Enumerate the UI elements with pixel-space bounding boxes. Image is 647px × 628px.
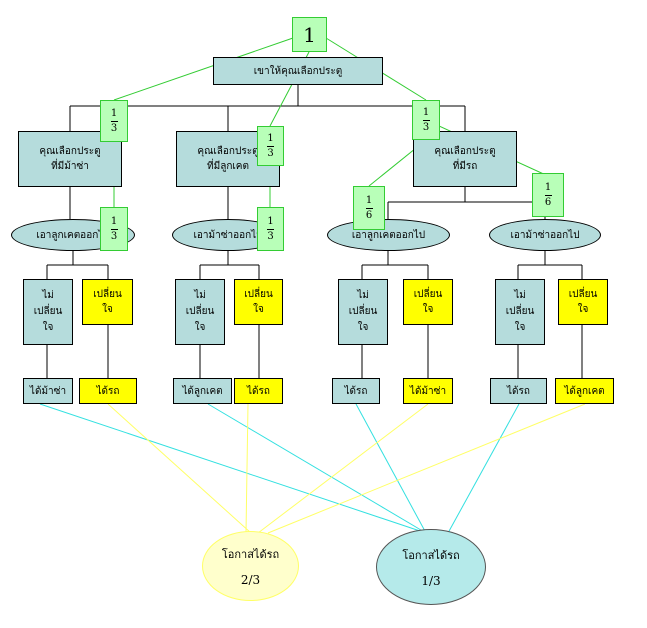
choice-line1: คุณเลือกประตู: [197, 146, 259, 157]
switch-line2: ใจ: [422, 304, 434, 315]
stay-line2: เปลี่ยน: [185, 306, 215, 317]
fraction-denominator: 3: [110, 230, 118, 242]
root-label: เขาให้คุณเลือกประตู: [253, 65, 343, 77]
stay-outcome-3: ได้รถ: [332, 378, 380, 404]
switch-line1: เปลี่ยน: [413, 289, 443, 300]
outcome-label: ได้รถ: [507, 385, 530, 397]
stay-line2: เปลี่ยน: [33, 306, 63, 317]
switch-outcome-2: ได้รถ: [234, 378, 283, 404]
switch-line1: เปลี่ยน: [93, 289, 122, 300]
stay-outcome-2: ได้ลูกเคต: [173, 378, 232, 404]
result-label: โอกาสได้รถ: [402, 549, 460, 562]
switch-line2: ใจ: [577, 304, 589, 315]
reveal-label: เอาลูกเคตออกไป: [36, 229, 110, 241]
stay-decision-3: ไม่ เปลี่ยน ใจ: [338, 279, 388, 345]
root-node: เขาให้คุณเลือกประตู: [213, 57, 383, 85]
choice-line1: คุณเลือกประตู: [39, 146, 101, 157]
switch-line1: เปลี่ยน: [568, 289, 598, 300]
fraction-denominator: 3: [267, 230, 274, 242]
choice-node-3: คุณเลือกประตู ที่มีรถ: [413, 131, 517, 187]
fraction-numerator: 1: [267, 132, 274, 144]
stay-outcome-4: ได้รถ: [490, 378, 547, 404]
fraction-denominator: 3: [267, 147, 274, 159]
switch-line1: เปลี่ยน: [244, 289, 273, 300]
stay-outcome-1: ได้ม้าซ่า: [23, 378, 73, 404]
fraction-denominator: 6: [544, 196, 552, 208]
switch-line2: ใจ: [102, 304, 113, 315]
reveal-label: เอาลูกเคตออกไป: [351, 229, 426, 241]
stay-line2: เปลี่ยน: [348, 306, 378, 317]
fraction-denominator: 3: [110, 122, 118, 134]
fraction-denominator: 3: [422, 121, 430, 133]
stay-line3: ใจ: [42, 322, 54, 333]
choice-line2: ที่มีม้าซ่า: [51, 161, 89, 172]
stay-decision-2: ไม่ เปลี่ยน ใจ: [175, 279, 225, 345]
reveal-node-4: เอาม้าซ่าออกไป: [489, 219, 601, 251]
fraction-numerator: 1: [422, 106, 430, 118]
outcome-label: ได้รถ: [96, 385, 120, 397]
reveal-node-3: เอาลูกเคตออกไป: [327, 219, 450, 251]
result-label: โอกาสได้รถ: [221, 548, 280, 561]
fraction-numerator: 1: [267, 215, 274, 227]
switch-decision-4: เปลี่ยน ใจ: [558, 279, 608, 325]
switch-decision-2: เปลี่ยน ใจ: [234, 279, 283, 325]
stay-decision-4: ไม่ เปลี่ยน ใจ: [495, 279, 545, 345]
outcome-label: ได้ลูกเคต: [182, 385, 223, 397]
stay-line2: เปลี่ยน: [505, 306, 535, 317]
choice-line1: คุณเลือกประตู: [434, 146, 496, 157]
start-value: 1: [303, 22, 316, 47]
fraction-numerator: 1: [110, 215, 118, 227]
switch-outcome-3: ได้ม้าซ่า: [403, 378, 453, 404]
outcome-label: ได้รถ: [247, 385, 270, 397]
outcome-label: ได้รถ: [344, 385, 368, 397]
outcome-label: ได้ม้าซ่า: [409, 385, 447, 397]
stay-line1: ไม่: [194, 290, 206, 301]
fraction-denominator: 6: [365, 209, 373, 221]
choice-line2: ที่มีลูกเคต: [207, 161, 249, 172]
outcome-label: ได้ลูกเคต: [564, 385, 605, 397]
outcome-label: ได้ม้าซ่า: [29, 385, 67, 397]
stay-line1: ไม่: [42, 290, 54, 301]
switch-decision-3: เปลี่ยน ใจ: [403, 279, 453, 325]
start-probability: 1: [292, 17, 327, 52]
switch-decision-1: เปลี่ยน ใจ: [82, 279, 133, 325]
fraction-numerator: 1: [365, 194, 373, 206]
reveal-label: เอาม้าซ่าออกไป: [510, 229, 580, 241]
switch-line2: ใจ: [253, 304, 264, 315]
fraction-numerator: 1: [544, 181, 552, 193]
fraction-numerator: 1: [110, 107, 118, 119]
stay-decision-1: ไม่ เปลี่ยน ใจ: [23, 279, 73, 345]
stay-line1: ไม่: [357, 290, 369, 301]
result-switch-probability: โอกาสได้รถ 2/3: [202, 531, 299, 601]
reveal-label: เอาม้าซ่าออกไป: [193, 229, 263, 241]
stay-line3: ใจ: [194, 322, 206, 333]
switch-outcome-4: ได้ลูกเคต: [555, 378, 614, 404]
result-value: 2/3: [240, 573, 261, 587]
stay-line3: ใจ: [514, 322, 526, 333]
result-value: 1/3: [421, 574, 441, 588]
result-stay-probability: โอกาสได้รถ 1/3: [376, 529, 486, 605]
stay-line1: ไม่: [514, 290, 526, 301]
choice-line2: ที่มีรถ: [452, 161, 478, 172]
stay-line3: ใจ: [357, 322, 369, 333]
switch-outcome-1: ได้รถ: [79, 378, 137, 404]
